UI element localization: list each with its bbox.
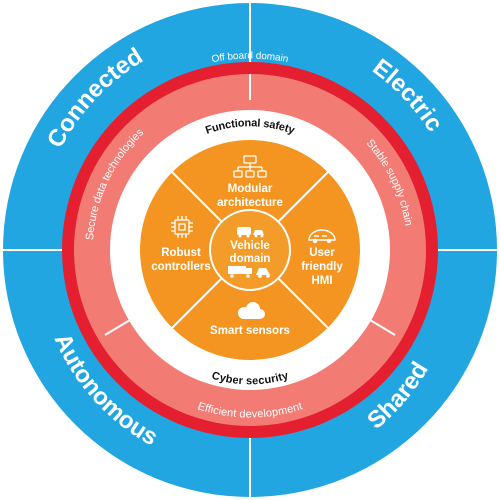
segment-left-line2: controllers (151, 261, 210, 273)
label-cyber-security: Cyber security (210, 370, 290, 388)
segment-bottom-line1: Smart sensors (210, 325, 290, 337)
center-line2: domain (230, 253, 271, 265)
network-icon (233, 155, 267, 178)
segment-divider-nw (171, 171, 222, 222)
segment-top-line1: Modular (228, 183, 273, 195)
segment-divider-se (278, 278, 329, 329)
segment-right-line2: friendly (301, 261, 343, 273)
segment-left-line1: Robust (161, 247, 201, 259)
salmon-divider-right (369, 319, 396, 336)
salmon-divider-left (104, 319, 131, 336)
label-off-board: Off board domain (211, 51, 289, 66)
segment-divider-ne (278, 171, 329, 222)
label-cyber-security-path: Cyber security (210, 370, 290, 388)
car-dashboard-icon (308, 229, 336, 244)
segment-right-line1: User (309, 247, 335, 259)
cloud-icon (238, 302, 265, 319)
label-off-board-path: Off board domain (211, 51, 289, 66)
chip-icon (171, 216, 193, 238)
segment-top-line2: architecture (217, 197, 283, 209)
segment-divider-sw (171, 278, 222, 329)
vehicles-icon (228, 227, 270, 278)
segment-right-line3: HMI (311, 275, 332, 287)
center-line1: Vehicle (230, 240, 270, 252)
